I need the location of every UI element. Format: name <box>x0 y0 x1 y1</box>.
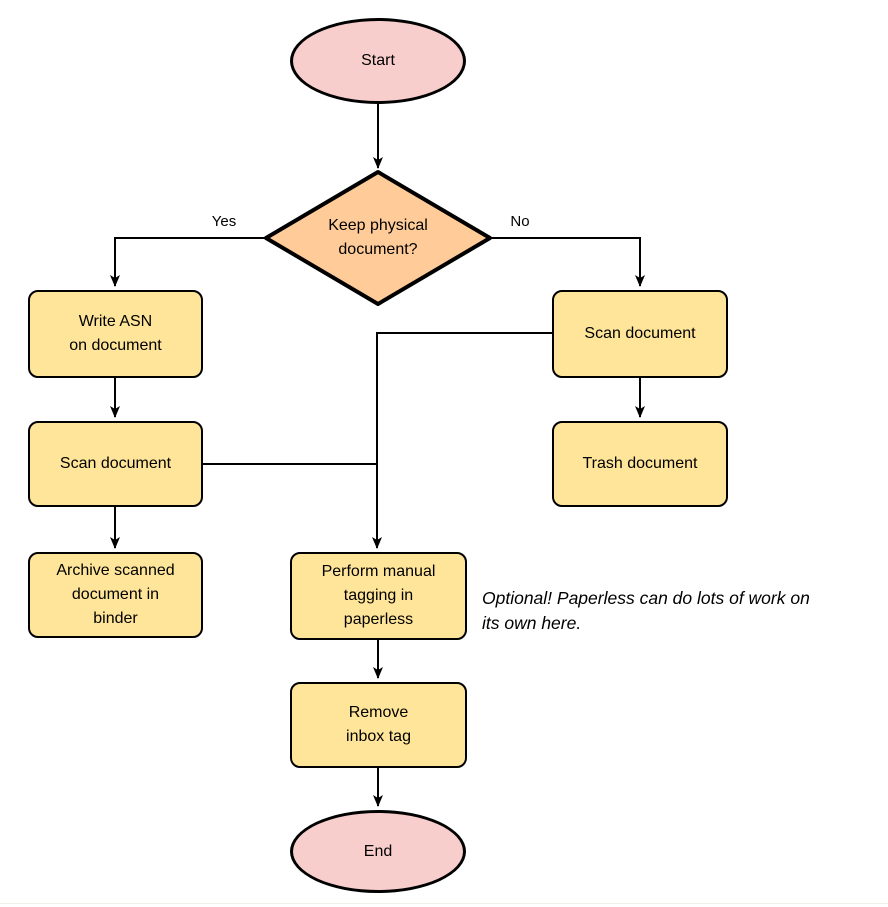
edge-scan-right-to-tagging <box>372 332 552 549</box>
edge-decision-to-write-asn <box>110 237 266 287</box>
node-decision-label: Keep physical document? <box>328 217 428 258</box>
annotation-optional-note: Optional! Paperless can do lots of work … <box>482 588 810 633</box>
node-write-asn-label: Write ASN on document <box>69 313 162 354</box>
edge-label-yes: Yes <box>209 213 239 231</box>
node-end-label: End <box>363 842 393 860</box>
node-end: End <box>290 810 466 893</box>
node-remove-inbox-tag: Remove inbox tag <box>290 682 467 768</box>
node-trash-document-label: Trash document <box>582 455 698 472</box>
decision-diamond-shape <box>264 170 492 306</box>
node-scan-document-right: Scan document <box>552 290 728 378</box>
node-manual-tagging-label: Perform manual tagging in paperless <box>321 563 436 628</box>
node-trash-document: Trash document <box>552 421 728 507</box>
node-manual-tagging: Perform manual tagging in paperless <box>290 552 467 640</box>
node-start-label: Start <box>361 52 395 69</box>
page-bottom-divider <box>0 903 888 904</box>
edge-decision-to-scan-right <box>490 237 645 287</box>
node-remove-inbox-tag-label: Remove inbox tag <box>346 704 411 745</box>
edge-label-no: No <box>508 213 532 231</box>
node-archive-scanned-document-label: Archive scanned document in binder <box>56 562 175 627</box>
node-write-asn: Write ASN on document <box>28 290 203 378</box>
node-start: Start <box>290 18 466 104</box>
node-scan-document-left: Scan document <box>28 421 203 507</box>
node-archive-scanned-document: Archive scanned document in binder <box>28 552 203 638</box>
node-scan-document-right-label: Scan document <box>584 325 696 342</box>
node-scan-document-left-label: Scan document <box>59 455 172 472</box>
